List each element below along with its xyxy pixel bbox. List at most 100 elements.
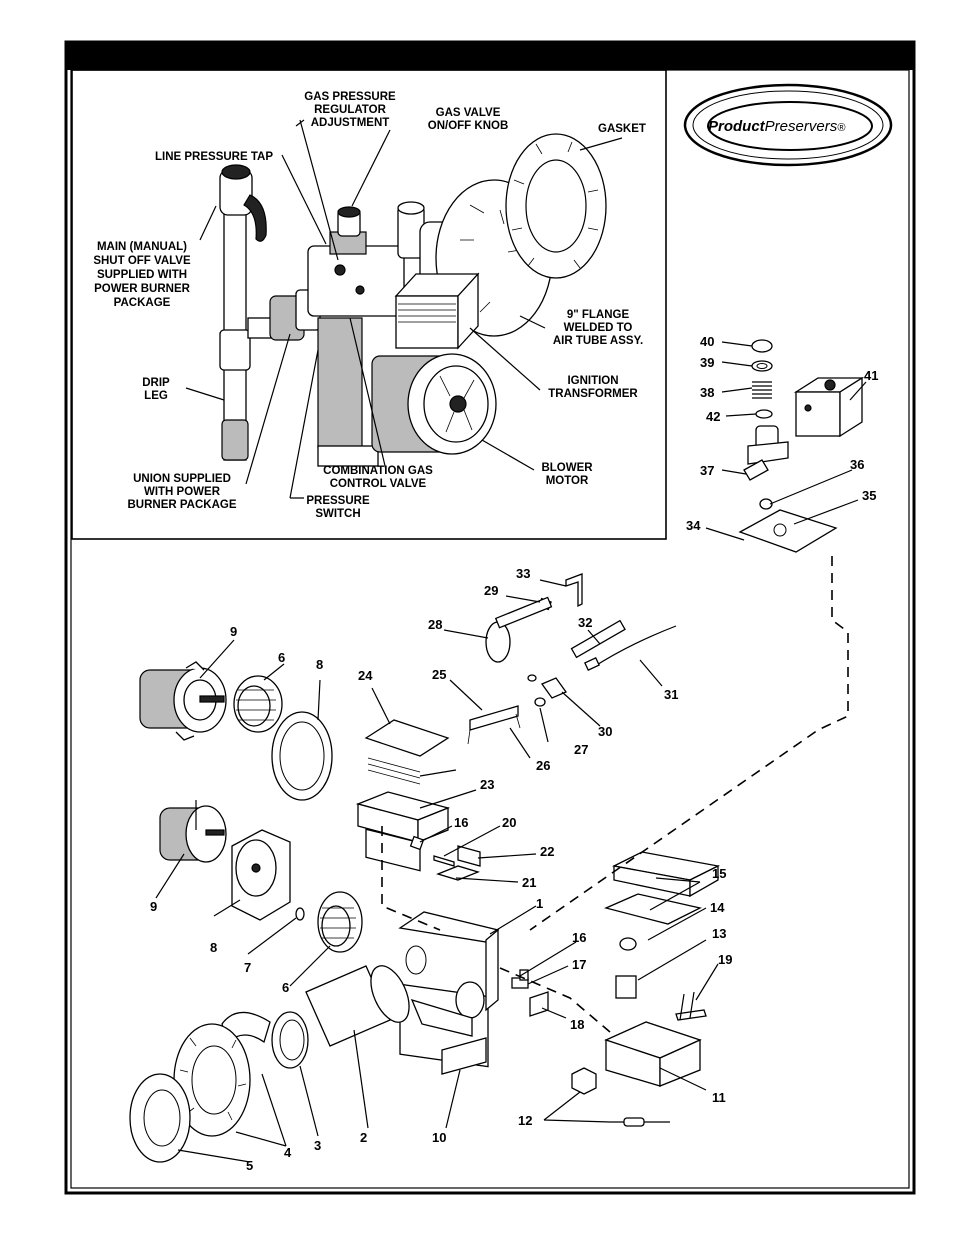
callout-line: POWER BURNER	[94, 283, 191, 295]
callout-line: GAS VALVE	[436, 107, 501, 119]
callout-main-shutoff-valve: MAIN (MANUAL) SHUT OFF VALVE SUPPLIED WI…	[93, 241, 191, 309]
part-number: 18	[570, 1017, 584, 1032]
outer-frame	[64, 40, 916, 1195]
part-number: 38	[700, 385, 714, 400]
part-number: 1	[536, 896, 543, 911]
part-number: 3	[314, 1138, 321, 1153]
callout-line: PACKAGE	[114, 297, 171, 309]
part-number: 26	[536, 758, 550, 773]
callout-line: DRIP	[142, 377, 170, 389]
callout-line: ON/OFF KNOB	[428, 120, 509, 132]
callout-ignition-transformer: IGNITION TRANSFORMER	[548, 375, 638, 400]
callout-line: SWITCH	[315, 508, 360, 520]
product-preservers-logo: ProductPreservers®	[683, 83, 893, 167]
part-number: 25	[432, 667, 446, 682]
callout-line: GASKET	[598, 123, 646, 135]
svg-text:ProductPreservers®: ProductPreservers®	[708, 118, 846, 135]
callout-line: UNION SUPPLIED	[133, 473, 231, 485]
callout-line: MOTOR	[546, 475, 589, 487]
part-number: 5	[246, 1158, 253, 1173]
part-number: 37	[700, 463, 714, 478]
part-number: 16	[572, 930, 586, 945]
callout-line: REGULATOR	[314, 104, 386, 116]
part-number: 20	[502, 815, 516, 830]
part-number: 28	[428, 617, 442, 632]
callout-line: 9" FLANGE	[567, 309, 630, 321]
part-number: 21	[522, 875, 536, 890]
part-number: 27	[574, 742, 588, 757]
part-number: 6	[278, 650, 285, 665]
part-number: 10	[432, 1130, 446, 1145]
part-number: 15	[712, 866, 726, 881]
callout-line: LEG	[144, 390, 168, 402]
part-number: 7	[244, 960, 251, 975]
callout-line: CONTROL VALVE	[330, 478, 427, 490]
part-number: 33	[516, 566, 530, 581]
part-number: 31	[664, 687, 678, 702]
callout-line: MAIN (MANUAL)	[97, 241, 187, 253]
part-number: 14	[710, 900, 725, 915]
callout-union: UNION SUPPLIED WITH POWER BURNER PACKAGE	[127, 473, 236, 511]
part-number: 40	[700, 334, 714, 349]
exploded-view-leader-lines	[155, 341, 867, 1163]
part-number: 34	[686, 518, 701, 533]
callout-gas-valve-knob: GAS VALVE ON/OFF KNOB	[428, 107, 509, 132]
callout-combination-gas-valve: COMBINATION GAS CONTROL VALVE	[323, 465, 433, 490]
part-number: 22	[540, 844, 554, 859]
part-number: 12	[518, 1113, 532, 1128]
callout-drip-leg: DRIP LEG	[142, 377, 170, 402]
callout-line: WITH POWER	[144, 486, 221, 498]
inset-leader-lines	[185, 119, 623, 499]
part-number: 2	[360, 1130, 367, 1145]
callout-flange: 9" FLANGE WELDED TO AIR TUBE ASSY.	[553, 309, 643, 347]
part-number: 36	[850, 457, 864, 472]
exploded-view-dashed-lines	[381, 556, 849, 1033]
callout-gasket: GASKET	[598, 123, 646, 135]
part-number: 11	[712, 1090, 726, 1105]
callout-line: WELDED TO	[564, 322, 633, 334]
callout-gas-pressure-regulator: GAS PRESSURE REGULATOR ADJUSTMENT	[304, 91, 396, 129]
callout-line: COMBINATION GAS	[323, 465, 433, 477]
part-number: 4	[284, 1145, 292, 1160]
part-number: 41	[864, 368, 878, 383]
part-number: 9	[150, 899, 157, 914]
callout-line: SUPPLIED WITH	[97, 269, 187, 281]
part-number: 35	[862, 488, 876, 503]
part-number: 13	[712, 926, 726, 941]
logo-registered-mark: ®	[837, 122, 846, 134]
callout-line: SHUT OFF VALVE	[93, 255, 191, 267]
callout-line-pressure-tap: LINE PRESSURE TAP	[155, 151, 273, 163]
part-number: 16	[454, 815, 468, 830]
part-number: 23	[480, 777, 494, 792]
exploded-view-parts	[129, 339, 865, 1163]
part-number: 6	[282, 980, 289, 995]
part-number: 29	[484, 583, 498, 598]
callout-line: LINE PRESSURE TAP	[155, 151, 273, 163]
header-band	[67, 43, 913, 70]
logo-text-bold: Product	[708, 118, 766, 135]
part-number: 39	[700, 355, 714, 370]
callout-line: TRANSFORMER	[548, 388, 638, 400]
part-number: 9	[230, 624, 237, 639]
part-number: 24	[358, 668, 373, 683]
inner-frame	[70, 69, 910, 1189]
callout-line: BLOWER	[541, 462, 593, 474]
callout-line: ADJUSTMENT	[311, 117, 390, 129]
gas-train-assembly-illustration	[219, 133, 607, 467]
callout-blower-motor: BLOWER MOTOR	[541, 462, 593, 487]
part-number: 30	[598, 724, 612, 739]
part-number: 19	[718, 952, 732, 967]
callout-pressure-switch: PRESSURE SWITCH	[306, 495, 370, 520]
part-number: 8	[316, 657, 323, 672]
part-number: 17	[572, 957, 586, 972]
part-number-labels: 40 39 38 42 37 41 36 35 34 33 29 28 32 3…	[150, 334, 878, 1173]
part-number: 8	[210, 940, 217, 955]
callout-line: GAS PRESSURE	[304, 91, 396, 103]
part-number: 32	[578, 615, 592, 630]
callout-line: IGNITION	[567, 375, 618, 387]
callout-line: AIR TUBE ASSY.	[553, 335, 643, 347]
part-number: 42	[706, 409, 720, 424]
callout-line: BURNER PACKAGE	[127, 499, 236, 511]
logo-text-regular: Preservers	[765, 118, 838, 135]
